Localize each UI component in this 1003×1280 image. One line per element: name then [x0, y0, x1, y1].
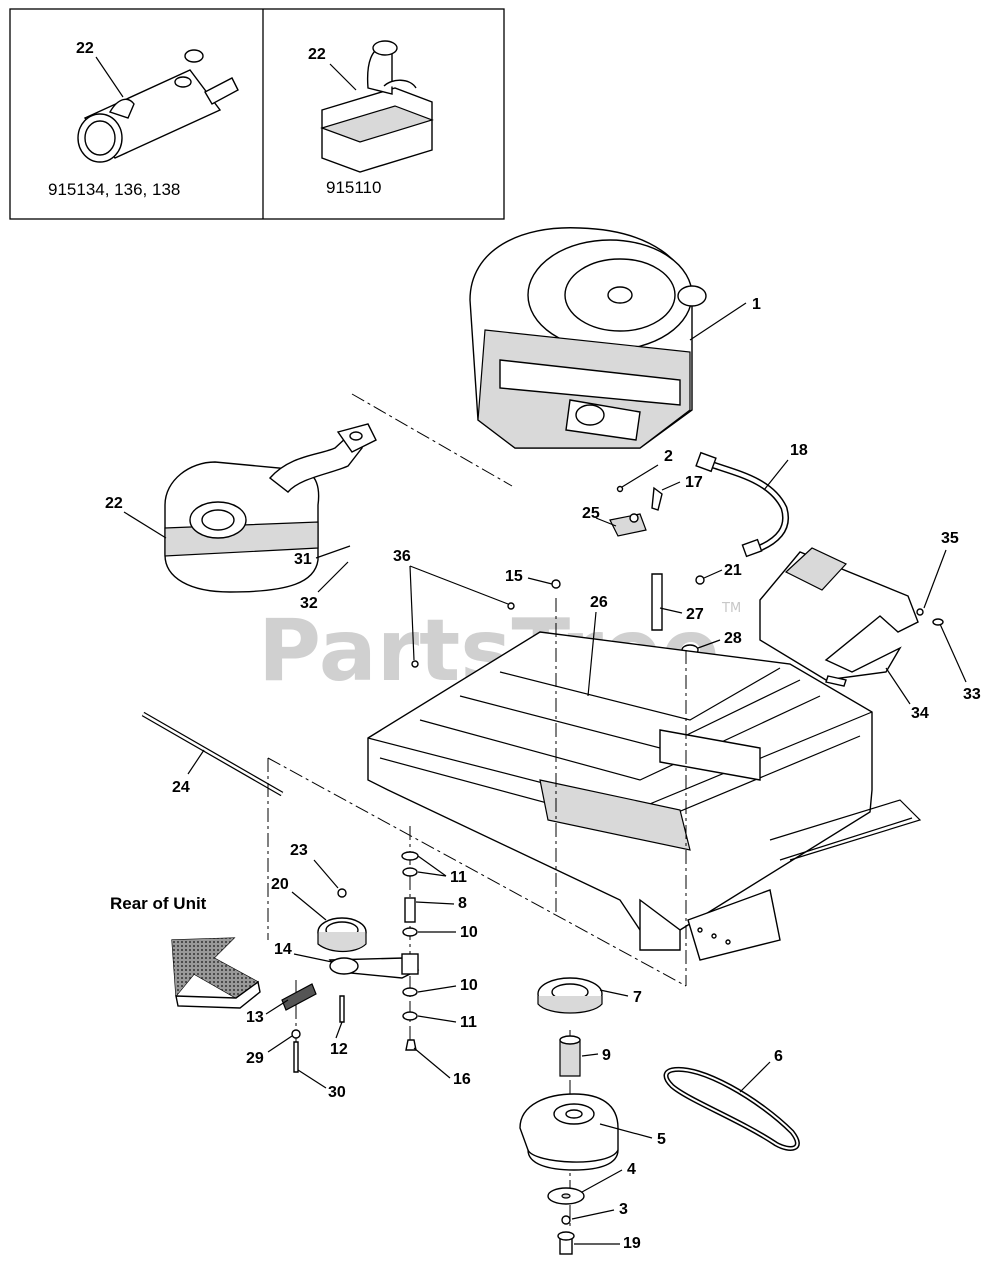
engine-hardware [411, 485, 705, 704]
cover-panel-drawing [759, 547, 944, 687]
callout-36: 36 [393, 548, 411, 565]
cylindrical-muffler-drawing [77, 49, 239, 163]
muffler-drawing [164, 423, 377, 593]
callout-32: 32 [300, 595, 318, 612]
callout-7: 7 [633, 989, 642, 1006]
callout-21: 21 [724, 562, 742, 579]
callout-12: 12 [330, 1041, 348, 1058]
rod-drawing [141, 711, 284, 797]
callout-10-lower: 10 [460, 977, 478, 994]
callout-33: 33 [963, 686, 981, 703]
callout-6: 6 [774, 1048, 783, 1065]
callout-23: 23 [290, 842, 308, 859]
drive-parts-drawing [519, 977, 800, 1255]
callout-24: 24 [172, 779, 190, 796]
watermark-tm: TM [721, 601, 741, 616]
callout-9: 9 [602, 1047, 611, 1064]
engine-drawing [469, 227, 707, 449]
callout-26: 26 [590, 594, 608, 611]
callout-18: 18 [790, 442, 808, 459]
callout-2: 2 [664, 448, 673, 465]
idler-assembly-drawing [281, 851, 420, 1073]
callout-1: 1 [752, 296, 761, 313]
fuel-hose-drawing [695, 451, 789, 558]
rear-of-unit-arrow [171, 937, 261, 1009]
callout-3: 3 [619, 1201, 628, 1218]
callout-5: 5 [657, 1131, 666, 1148]
callouts: 1 2 3 4 5 6 7 8 9 10 10 11 11 12 13 14 [105, 296, 981, 1252]
callout-20: 20 [271, 876, 289, 893]
callout-28: 28 [724, 630, 742, 647]
rear-of-unit-label: Rear of Unit [110, 894, 207, 913]
callout-35: 35 [941, 530, 959, 547]
callout-17: 17 [685, 474, 703, 491]
callout-11-upper: 11 [450, 869, 467, 886]
callout-31: 31 [294, 551, 312, 568]
muffler-variants-inset: 22 915134, 136, 138 22 915110 [9, 8, 505, 220]
inset-right-caption: 915110 [326, 178, 381, 197]
callout-15: 15 [505, 568, 523, 585]
callout-25: 25 [582, 505, 600, 522]
inset-left-caption: 915134, 136, 138 [48, 180, 180, 199]
callout-27: 27 [686, 606, 704, 623]
inset-right-callout: 22 [308, 46, 326, 63]
callout-11-lower: 11 [460, 1014, 477, 1031]
callout-8: 8 [458, 895, 467, 912]
callout-22: 22 [105, 495, 123, 512]
callout-10-upper: 10 [460, 924, 478, 941]
callout-19: 19 [623, 1235, 641, 1252]
frame-drawing [367, 631, 922, 961]
callout-30: 30 [328, 1084, 346, 1101]
callout-34: 34 [911, 705, 929, 722]
box-muffler-drawing [320, 40, 434, 173]
callout-16: 16 [453, 1071, 471, 1088]
callout-13: 13 [246, 1009, 264, 1026]
inset-left-callout: 22 [76, 40, 94, 57]
callout-29: 29 [246, 1050, 264, 1067]
callout-4: 4 [627, 1161, 636, 1178]
callout-14: 14 [274, 941, 292, 958]
